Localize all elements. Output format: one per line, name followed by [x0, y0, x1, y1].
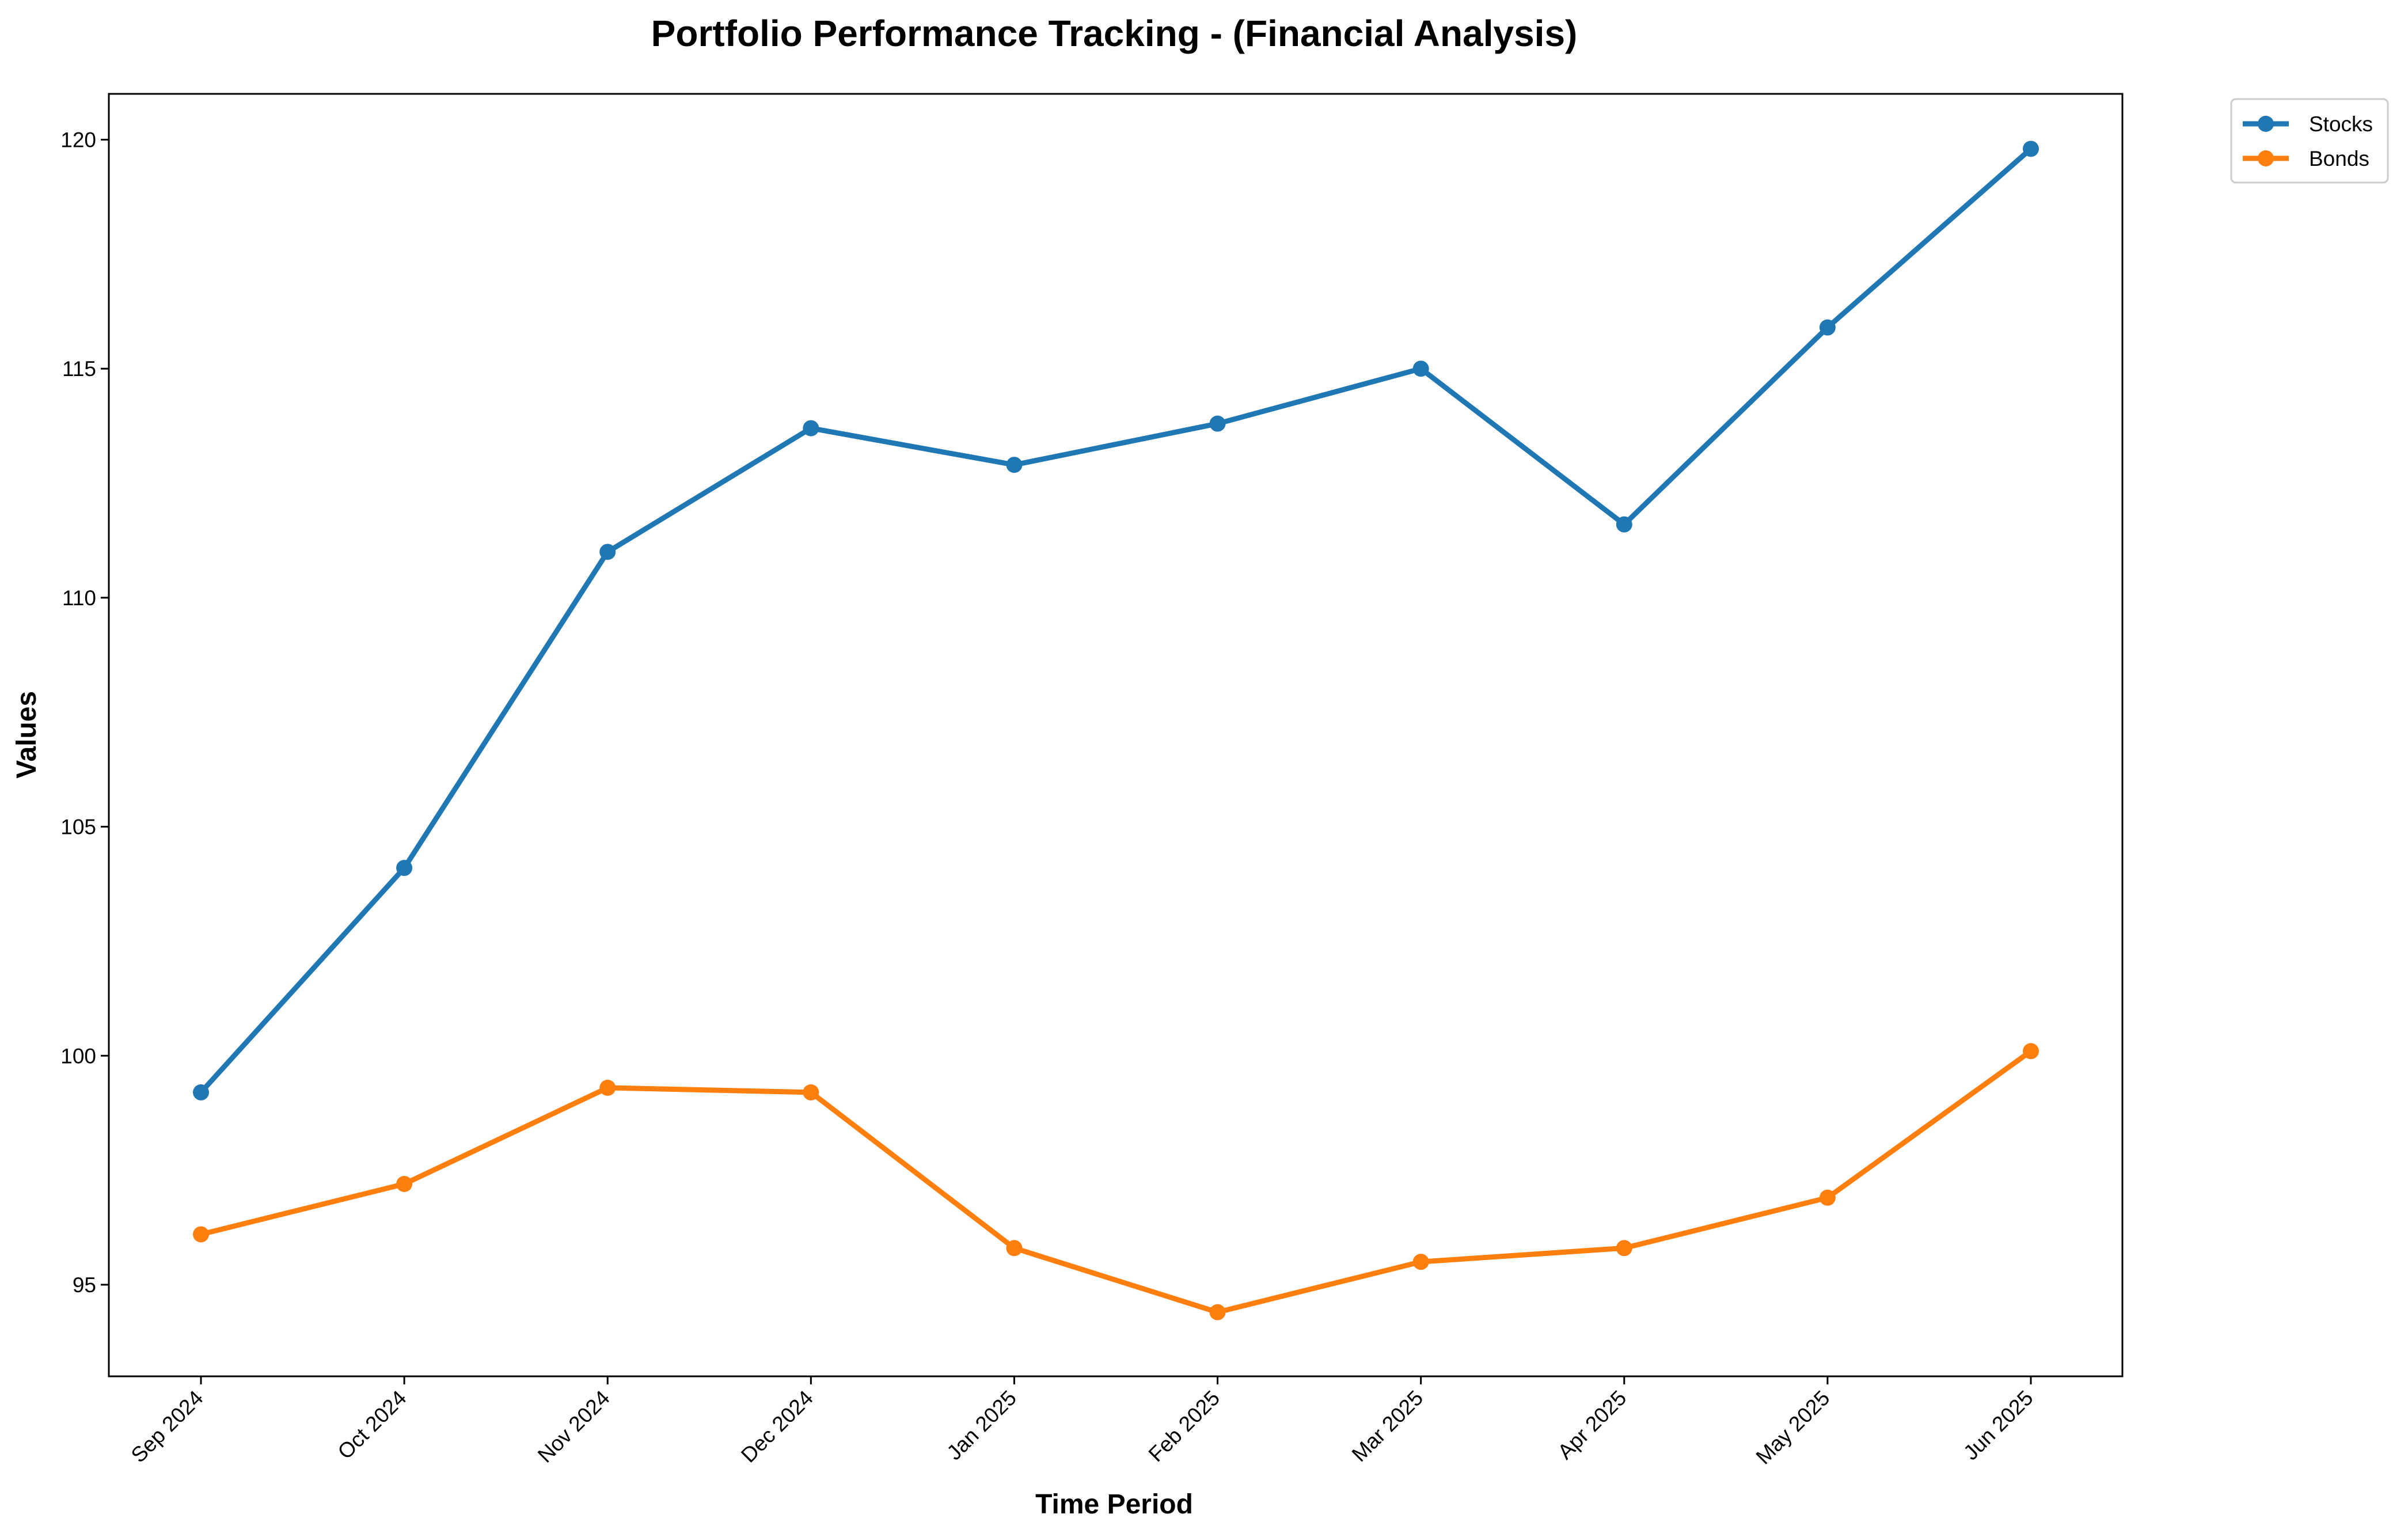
y-tick-label: 105	[60, 815, 96, 839]
y-tick-label: 95	[73, 1273, 96, 1297]
legend-label-bonds: Bonds	[2309, 147, 2369, 170]
data-point-bonds	[396, 1175, 413, 1192]
data-point-bonds	[1412, 1254, 1429, 1270]
legend-marker-bonds	[2258, 150, 2274, 166]
series-line-stocks	[198, 146, 2034, 1095]
series-bonds	[193, 1043, 2039, 1320]
data-point-stocks	[599, 544, 616, 560]
data-point-bonds	[803, 1084, 819, 1100]
x-axis-label: Time Period	[1035, 1489, 1193, 1520]
plot-area	[108, 93, 2124, 1377]
data-point-bonds	[1209, 1304, 1226, 1320]
data-point-stocks	[193, 1084, 209, 1100]
data-point-stocks	[1819, 319, 1836, 336]
data-point-bonds	[2023, 1043, 2039, 1060]
series-layer	[193, 141, 2039, 1320]
data-point-bonds	[1006, 1240, 1023, 1257]
data-point-bonds	[1819, 1189, 1836, 1206]
legend-marker-stocks	[2258, 116, 2274, 132]
y-axis: 95 100 105 110 115 120	[60, 128, 109, 1297]
y-tick-label: 120	[60, 128, 96, 152]
chart-title: Portfolio Performance Tracking - (Financ…	[651, 13, 1578, 54]
y-axis-label: Values	[12, 691, 42, 779]
data-point-bonds	[193, 1226, 209, 1243]
data-point-bonds	[599, 1079, 616, 1096]
y-tick-label: 110	[62, 586, 96, 610]
data-point-stocks	[1616, 516, 1632, 533]
y-tick-label: 100	[60, 1044, 96, 1068]
data-point-stocks	[803, 420, 819, 437]
y-tick-label: 115	[62, 357, 96, 381]
data-point-stocks	[396, 860, 413, 876]
data-point-bonds	[1616, 1240, 1632, 1257]
data-point-stocks	[1006, 457, 1023, 473]
data-point-stocks	[1209, 415, 1226, 432]
legend-label-stocks: Stocks	[2309, 112, 2373, 136]
series-stocks	[193, 141, 2039, 1100]
data-point-stocks	[2023, 141, 2039, 157]
data-point-stocks	[1412, 360, 1429, 377]
series-line-bonds	[198, 1048, 2034, 1315]
